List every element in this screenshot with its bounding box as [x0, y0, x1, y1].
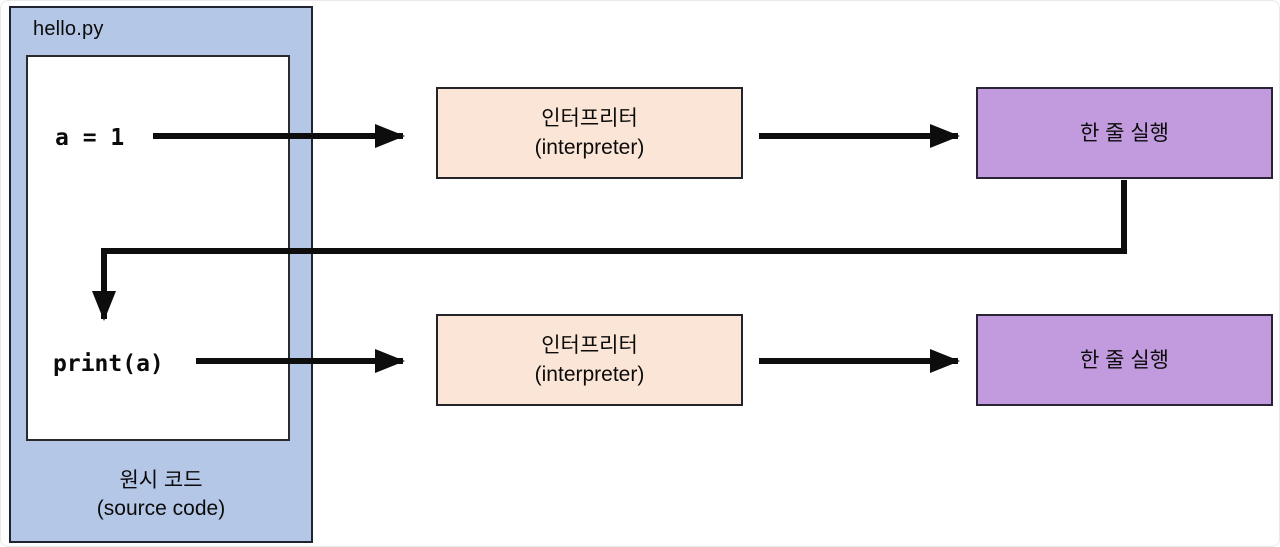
source-caption-korean: 원시 코드	[119, 469, 203, 492]
source-caption-english: (source code)	[96, 497, 226, 520]
source-file-title: hello.py	[33, 18, 104, 40]
interpreter-label-english-2: (interpreter)	[534, 363, 645, 386]
execute-line-label-2: 한 줄 실행	[1080, 348, 1169, 372]
execute-line-box-1: 한 줄 실행	[976, 87, 1273, 179]
execute-line-box-2: 한 줄 실행	[976, 314, 1273, 406]
source-file-box: hello.py a = 1 print(a) 원시 코드 (source co…	[9, 6, 313, 543]
interpreter-label-korean-2: 인터프리터	[541, 334, 638, 357]
code-line-assignment: a = 1	[55, 125, 125, 151]
interpreter-label-english-1: (interpreter)	[534, 136, 645, 159]
interpreter-box-1: 인터프리터 (interpreter)	[436, 87, 743, 179]
interpreter-label-korean-1: 인터프리터	[541, 107, 638, 130]
interpreter-box-2: 인터프리터 (interpreter)	[436, 314, 743, 406]
code-line-print: print(a)	[53, 351, 164, 377]
code-area: a = 1 print(a)	[26, 55, 290, 441]
execute-line-label-1: 한 줄 실행	[1080, 121, 1169, 145]
source-caption: 원시 코드 (source code)	[11, 467, 311, 523]
